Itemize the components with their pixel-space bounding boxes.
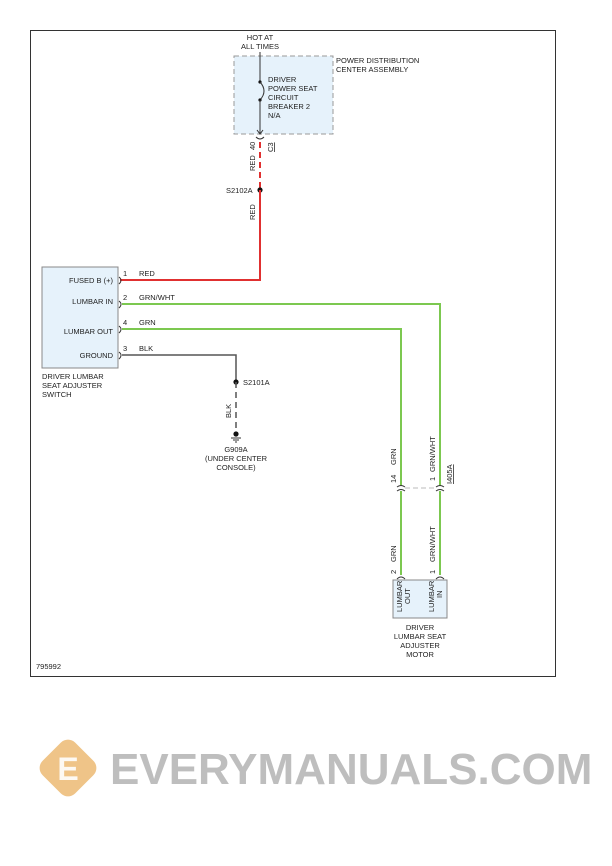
motor-pin-out: 2 bbox=[389, 570, 398, 574]
ground-location-2: CONSOLE) bbox=[216, 463, 256, 472]
motor-label-out-1: LUMBAR bbox=[395, 580, 404, 612]
hot-at-label-1: HOT AT bbox=[247, 33, 274, 42]
switch-wire-grn: GRN bbox=[139, 318, 156, 327]
motor-pin-in: 1 bbox=[428, 570, 437, 574]
switch-connector-icons bbox=[118, 276, 122, 360]
c3-label: C3 bbox=[266, 142, 275, 152]
motor-label-in-2: IN bbox=[435, 591, 444, 599]
grnwht-wire-upper bbox=[122, 303, 441, 486]
grn-wire-label-1: GRN bbox=[389, 448, 398, 465]
pdc-box bbox=[233, 55, 334, 135]
grnwht-wire-label-1: GRN/WHT bbox=[428, 436, 437, 472]
grnwht-wire-label-2: GRN/WHT bbox=[428, 526, 437, 562]
switch-pin-label-lumbar-in: LUMBAR IN bbox=[72, 297, 113, 306]
ground-id: G909A bbox=[224, 445, 247, 454]
pdc-pin: 40 bbox=[248, 142, 257, 150]
breaker-line-3: BREAKER 2 bbox=[268, 102, 310, 111]
watermark-text: EVERYMANUALS.COM bbox=[110, 745, 592, 794]
switch-pin-label-lumbar-out: LUMBAR OUT bbox=[64, 327, 114, 336]
watermark-logo-icon: E bbox=[39, 739, 97, 797]
lumbar-motor-box bbox=[392, 579, 448, 619]
blk-wire bbox=[122, 354, 237, 380]
splice-s2102a-label: S2102A bbox=[226, 186, 253, 195]
red-wire-label-1: RED bbox=[248, 155, 257, 171]
grn-wire-upper bbox=[122, 328, 402, 486]
motor-name-1: DRIVER bbox=[406, 623, 435, 632]
switch-pin-2: 2 bbox=[123, 293, 127, 302]
inline-grnwht-pin: 1 bbox=[428, 477, 437, 481]
motor-name-4: MOTOR bbox=[406, 650, 434, 659]
red-wire-label-2: RED bbox=[248, 204, 257, 220]
motor-connector-icons bbox=[396, 576, 445, 580]
lumbar-switch-box bbox=[41, 266, 119, 369]
switch-name-3: SWITCH bbox=[42, 390, 72, 399]
motor-name-2: LUMBAR SEAT bbox=[394, 632, 447, 641]
hot-at-label-2: ALL TIMES bbox=[241, 42, 279, 51]
diagram-id: 795992 bbox=[36, 662, 61, 671]
diagram-frame bbox=[30, 30, 556, 677]
motor-label-in-1: LUMBAR bbox=[427, 580, 436, 612]
motor-name-3: ADJUSTER bbox=[400, 641, 440, 650]
switch-pin-1: 1 bbox=[123, 269, 127, 278]
switch-wire-blk: BLK bbox=[139, 344, 153, 353]
blk-wire-label: BLK bbox=[224, 404, 233, 418]
pdc-title-1: POWER DISTRIBUTION bbox=[336, 56, 419, 65]
breaker-line-4: N/A bbox=[268, 111, 281, 120]
switch-pin-label-fused: FUSED B (+) bbox=[69, 276, 113, 285]
inline-grn-pin: 14 bbox=[389, 475, 398, 483]
switch-wire-red: RED bbox=[139, 269, 155, 278]
switch-name-2: SEAT ADJUSTER bbox=[42, 381, 103, 390]
breaker-line-2: CIRCUIT bbox=[268, 93, 299, 102]
pdc-title-2: CENTER ASSEMBLY bbox=[336, 65, 408, 74]
switch-name-1: DRIVER LUMBAR bbox=[42, 372, 104, 381]
inline-connector-icons bbox=[396, 485, 445, 492]
inline-connector-id: I405A bbox=[445, 464, 454, 484]
svg-text:E: E bbox=[57, 751, 78, 787]
splice-s2101a-label: S2101A bbox=[243, 378, 270, 387]
breaker-line-0: DRIVER bbox=[268, 75, 297, 84]
switch-wire-grnwht: GRN/WHT bbox=[139, 293, 175, 302]
watermark: E EVERYMANUALS.COM bbox=[39, 739, 592, 797]
red-wire bbox=[120, 190, 261, 281]
c3-connector-icon bbox=[255, 136, 265, 140]
ground-icon bbox=[231, 431, 241, 443]
switch-pin-3: 3 bbox=[123, 344, 127, 353]
breaker-line-1: POWER SEAT bbox=[268, 84, 318, 93]
switch-pin-4: 4 bbox=[123, 318, 127, 327]
grn-wire-label-2: GRN bbox=[389, 545, 398, 562]
ground-location-1: (UNDER CENTER bbox=[205, 454, 268, 463]
circuit-breaker-icon bbox=[256, 52, 265, 135]
motor-label-out-2: OUT bbox=[403, 588, 412, 604]
switch-pin-label-ground: GROUND bbox=[80, 351, 114, 360]
